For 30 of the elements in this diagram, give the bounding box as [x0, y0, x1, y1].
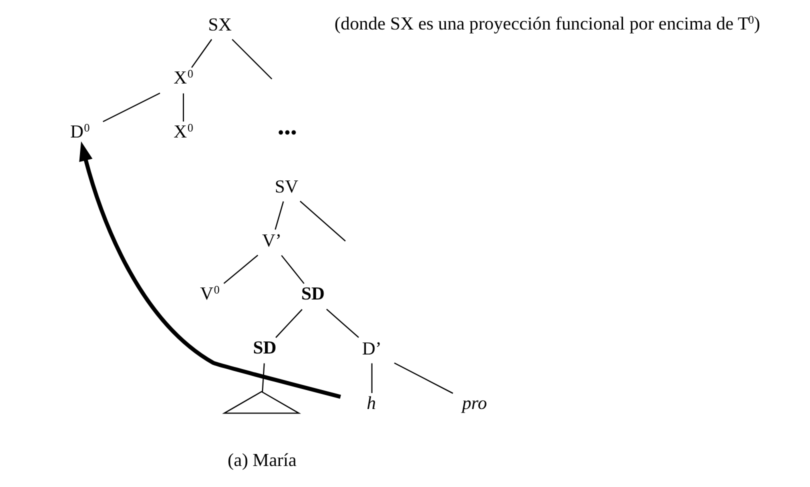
connector	[231, 38, 272, 79]
node-text: D’	[362, 338, 382, 358]
connector	[299, 200, 346, 241]
label: •••	[277, 122, 296, 142]
node-text: D$^{0}$	[70, 120, 90, 141]
node-text: SX	[208, 14, 232, 34]
node-text: X$^{0}$	[173, 120, 193, 141]
node-text: X$^{0}$	[173, 66, 193, 87]
connector	[394, 362, 453, 394]
node-text: V$^{0}$	[200, 283, 220, 304]
connector	[274, 200, 284, 230]
connector	[261, 362, 264, 392]
connector	[182, 92, 184, 122]
node-label: (a) María	[227, 450, 296, 470]
node-text: SD	[252, 337, 276, 358]
connector	[190, 38, 212, 68]
connector	[223, 254, 258, 284]
node-text: SV	[274, 176, 298, 196]
connector	[280, 254, 304, 284]
connector	[326, 308, 359, 338]
connector	[370, 362, 372, 393]
connector	[102, 92, 160, 122]
label: (donde SX es una proyección funcional por encima de T$^{0}$)	[334, 12, 760, 33]
node-text: pro	[462, 392, 486, 413]
node-text: V’	[262, 230, 282, 250]
arrow	[78, 140, 340, 398]
connector	[274, 308, 302, 338]
node-text: SD	[300, 283, 324, 304]
node-triangle	[222, 390, 301, 414]
node-text: h	[366, 392, 376, 413]
